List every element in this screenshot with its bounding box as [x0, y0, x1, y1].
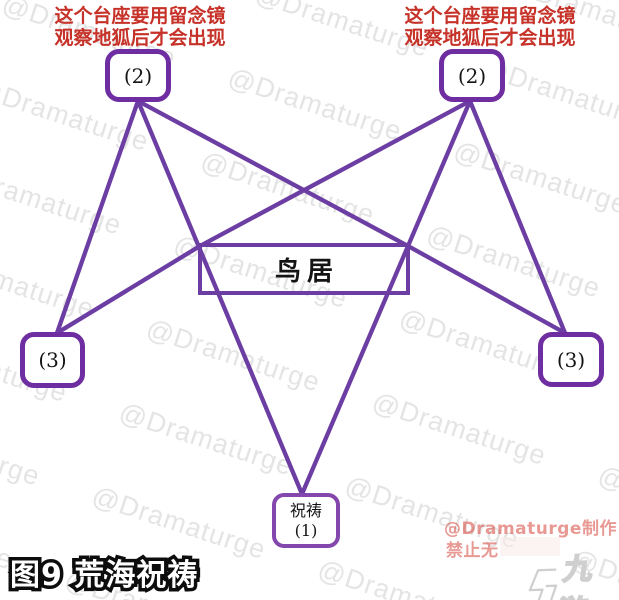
node-top-left-label: (2): [123, 63, 153, 88]
annotation-left-line1: 这个台座要用留念镜: [54, 5, 226, 27]
figure-caption-text: 图9 荒海祝祷: [10, 558, 199, 593]
node-top-right: (2): [439, 49, 505, 102]
torii-box: 鸟居: [198, 243, 410, 295]
credit-cover-patch: [500, 537, 560, 556]
node-left-label: (3): [38, 348, 67, 372]
torii-label: 鸟居: [274, 256, 339, 287]
node-left: (3): [20, 332, 85, 388]
jiuyou-logo-text: 九游: [554, 550, 598, 600]
jiuyou-logo-icon: [520, 563, 561, 600]
node-top-right-label: (2): [457, 63, 487, 88]
annotation-right-line1: 这个台座要用留念镜: [404, 5, 576, 27]
node-top-left: (2): [105, 49, 171, 102]
annotation-left: 这个台座要用留念镜 观察地狐后才会出现: [40, 5, 240, 49]
jiuyou-logo: 九游: [518, 544, 619, 600]
annotation-left-line2: 观察地狐后才会出现: [54, 26, 226, 49]
figure-caption: 图9 荒海祝祷 图9 荒海祝祷: [6, 550, 200, 597]
annotation-right-line2: 观察地狐后才会出现: [404, 26, 576, 49]
node-right: (3): [538, 332, 604, 387]
node-right-label: (3): [556, 347, 586, 372]
credit-watermark: @Dramaturge制作: [444, 519, 617, 539]
figure-caption-outline: 图9 荒海祝祷: [6, 555, 200, 597]
credit-restriction: 禁止无: [446, 541, 499, 561]
node-bottom-name: 祝祷: [289, 500, 322, 520]
node-bottom-prayer: 祝祷 (1): [272, 493, 340, 548]
annotation-right: 这个台座要用留念镜 观察地狐后才会出现: [390, 5, 590, 49]
node-bottom-count: (1): [294, 520, 318, 540]
